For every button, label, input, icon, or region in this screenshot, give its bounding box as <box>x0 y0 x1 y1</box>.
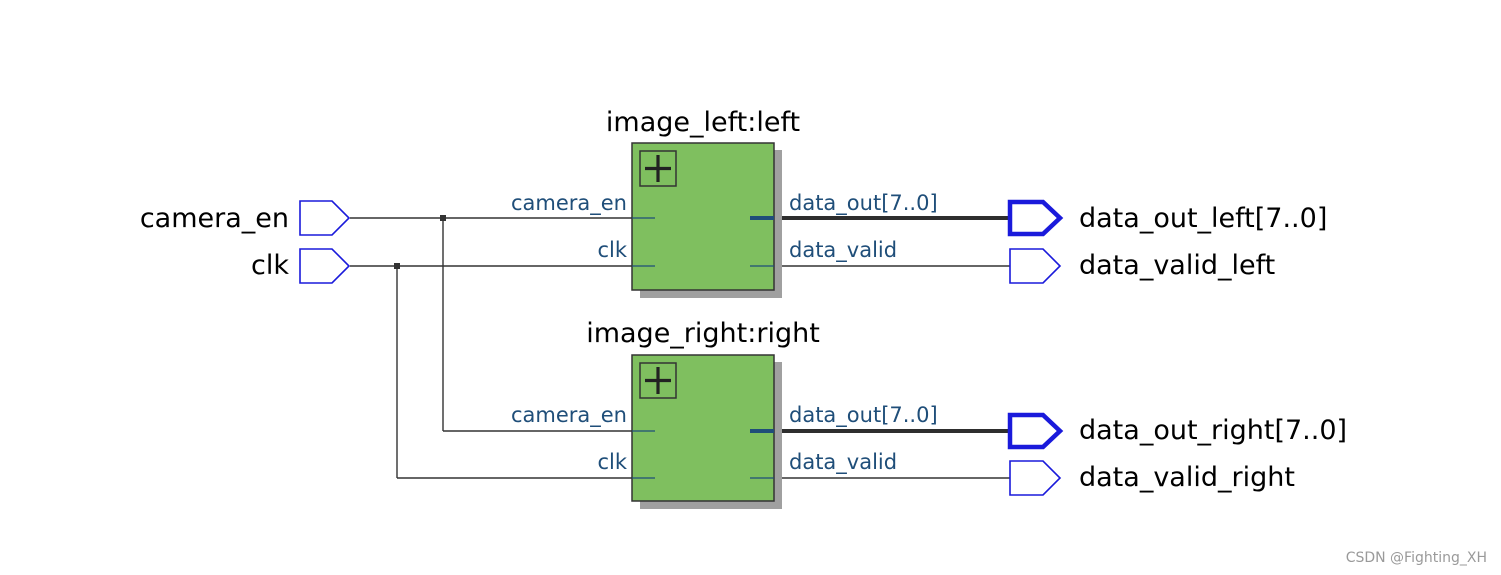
pin-label-data_out: data_out[7..0] <box>789 191 938 216</box>
pin-label-data_valid: data_valid <box>789 238 897 263</box>
junction-camera_en <box>440 215 446 221</box>
watermark: CSDN @Fighting_XH <box>1346 550 1487 566</box>
expand-icon-box[interactable] <box>639 150 677 187</box>
pin-label-camera_en: camera_en <box>511 191 627 216</box>
instance-image-left[interactable]: image_left:left camera_en clk data_out[7… <box>511 107 938 298</box>
wires <box>350 215 1010 479</box>
output-port-data_valid_right[interactable] <box>1009 460 1062 496</box>
output-label-data_valid_left: data_valid_left <box>1079 250 1275 281</box>
instance-image-right[interactable]: image_right:right camera_en clk data_out… <box>511 318 938 509</box>
input-ports: camera_en clk <box>140 200 351 284</box>
input-label-camera_en: camera_en <box>140 203 289 234</box>
expand-icon-box[interactable] <box>639 362 677 399</box>
output-port-data_out_right[interactable] <box>1007 412 1064 450</box>
pin-label-clk: clk <box>597 450 627 474</box>
output-ports: data_out_left[7..0] data_valid_left data… <box>1007 199 1347 496</box>
junction-clk <box>394 263 400 269</box>
pin-label-clk: clk <box>597 238 627 262</box>
input-port-clk[interactable] <box>299 248 351 284</box>
input-label-clk: clk <box>251 250 289 281</box>
instance-title-left: image_left:left <box>606 107 800 138</box>
output-port-data_out_left[interactable] <box>1007 199 1064 237</box>
block-body[interactable] <box>631 354 775 502</box>
output-label-data_valid_right: data_valid_right <box>1079 462 1295 493</box>
instance-title-right: image_right:right <box>586 318 820 349</box>
pin-label-data_out: data_out[7..0] <box>789 403 938 428</box>
input-port-camera_en[interactable] <box>299 200 351 236</box>
pin-label-camera_en: camera_en <box>511 403 627 428</box>
pin-label-data_valid: data_valid <box>789 450 897 475</box>
output-port-data_valid_left[interactable] <box>1009 248 1062 284</box>
output-label-data_out_left: data_out_left[7..0] <box>1079 203 1327 234</box>
output-label-data_out_right: data_out_right[7..0] <box>1079 415 1347 446</box>
